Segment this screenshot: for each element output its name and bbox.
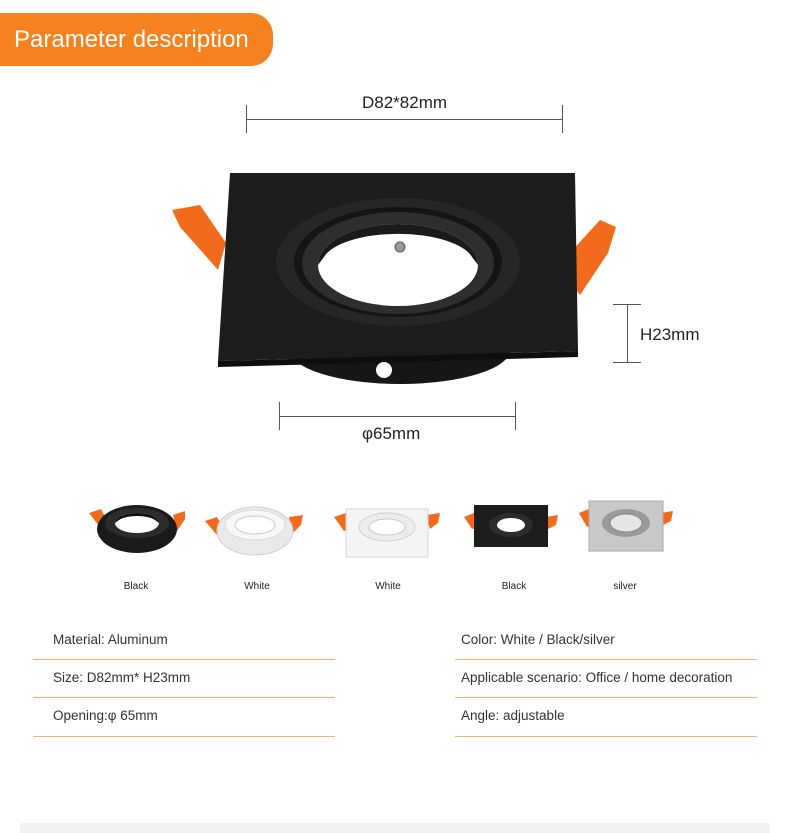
variant-label-3: White	[375, 581, 401, 592]
spec-divider	[33, 697, 335, 698]
variant-thumb-black-round	[89, 505, 185, 553]
spec-opening: Opening:φ 65mm	[53, 708, 158, 723]
spring-clip-left	[172, 205, 226, 270]
spec-color: Color: White / Black/silver	[461, 632, 615, 647]
section-title: Parameter description	[14, 26, 249, 53]
spec-material: Material: Aluminum	[53, 632, 168, 647]
mounting-hole	[376, 362, 392, 378]
opening	[318, 224, 478, 306]
section-title-banner: Parameter description	[0, 13, 273, 66]
spec-scenario: Applicable scenario: Office / home decor…	[461, 670, 733, 685]
spec-divider	[455, 697, 757, 698]
width-dim-line	[246, 119, 563, 120]
spec-divider	[455, 659, 757, 660]
variant-label-4: Black	[501, 581, 527, 592]
opening-dimension-label: φ65mm	[362, 424, 421, 443]
variant-thumb-white-round	[205, 506, 303, 556]
variant-thumb-black-square	[464, 505, 558, 554]
product-main-image	[172, 173, 616, 384]
variant-thumb-silver-square	[579, 500, 673, 552]
variant-label-1: Black	[123, 581, 149, 592]
variant-thumb-white-square	[334, 508, 440, 558]
height-dim-line	[627, 304, 628, 363]
width-dimension-label: D82*82mm	[362, 93, 448, 112]
variant-label-2: White	[244, 581, 270, 592]
spec-size: Size: D82mm* H23mm	[53, 670, 191, 685]
spec-angle: Angle: adjustable	[461, 708, 565, 723]
spec-divider	[33, 736, 335, 737]
screw-icon	[394, 241, 406, 253]
footer-band	[20, 823, 770, 833]
spec-divider	[455, 736, 757, 737]
variant-label-5: silver	[613, 581, 637, 592]
spec-divider	[33, 659, 335, 660]
height-dimension-label: H23mm	[640, 325, 700, 344]
opening-dim-line	[279, 416, 516, 417]
spring-clip-right	[568, 220, 616, 295]
